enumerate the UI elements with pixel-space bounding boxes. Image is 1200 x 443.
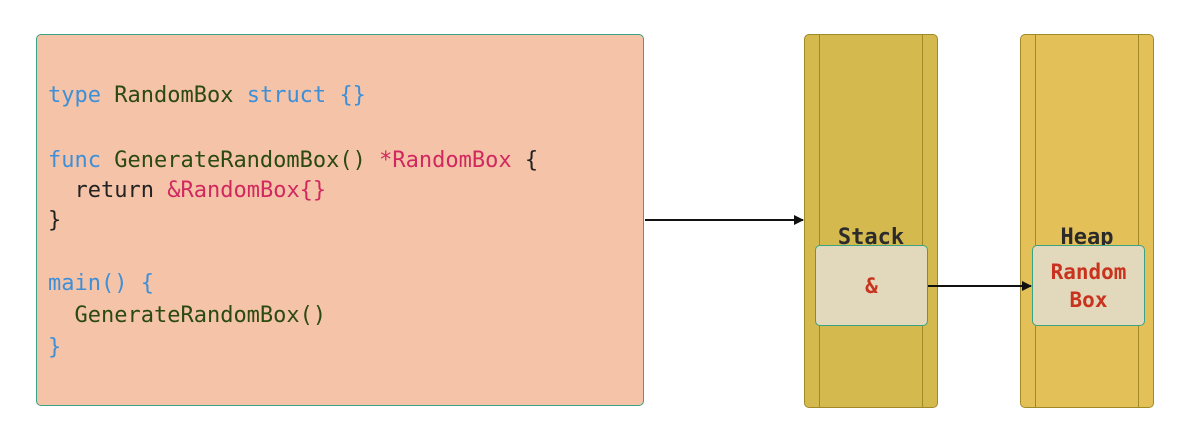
- struct-braces: {}: [339, 83, 366, 108]
- keyword-func: func: [48, 148, 101, 173]
- main-open-brace: {: [140, 271, 154, 296]
- code-panel: type RandomBox struct {} func GenerateRa…: [36, 34, 644, 406]
- code-line-4: }: [48, 208, 61, 234]
- heap-cell-label-2: Box: [1069, 287, 1108, 312]
- stack-column: Stack: [804, 34, 938, 408]
- code-line-7: }: [48, 335, 61, 361]
- keyword-type: type: [48, 83, 101, 108]
- stack-pointer-cell: &: [815, 245, 928, 326]
- func-open-brace: {: [524, 148, 539, 173]
- return-value: &RandomBox{}: [167, 178, 327, 203]
- stack-rail-left: [819, 35, 820, 407]
- heap-rail-left: [1035, 35, 1036, 407]
- heap-cell-label-1: Random: [1050, 259, 1127, 284]
- keyword-return: return: [74, 178, 154, 203]
- stack-rail-right: [922, 35, 923, 407]
- return-type: *RandomBox: [379, 148, 512, 173]
- code-line-1: type RandomBox struct {}: [48, 83, 366, 109]
- code-line-2: func GenerateRandomBox() *RandomBox {: [48, 148, 538, 174]
- code-line-6: GenerateRandomBox(): [48, 303, 327, 329]
- type-name: RandomBox: [114, 83, 234, 108]
- func-close-brace: }: [48, 208, 62, 233]
- func-name: GenerateRandomBox(): [114, 148, 366, 173]
- heap-column: Heap: [1020, 34, 1154, 408]
- code-line-3: return &RandomBox{}: [48, 178, 327, 204]
- main-close-brace: }: [48, 335, 62, 360]
- pointer-symbol: &: [865, 273, 878, 298]
- keyword-struct: struct: [246, 83, 327, 108]
- code-line-5: main() {: [48, 271, 154, 297]
- call-expression: GenerateRandomBox(): [74, 303, 327, 328]
- heap-object-cell: Random Box: [1032, 245, 1145, 326]
- main-name: main(): [48, 271, 128, 296]
- heap-rail-right: [1138, 35, 1139, 407]
